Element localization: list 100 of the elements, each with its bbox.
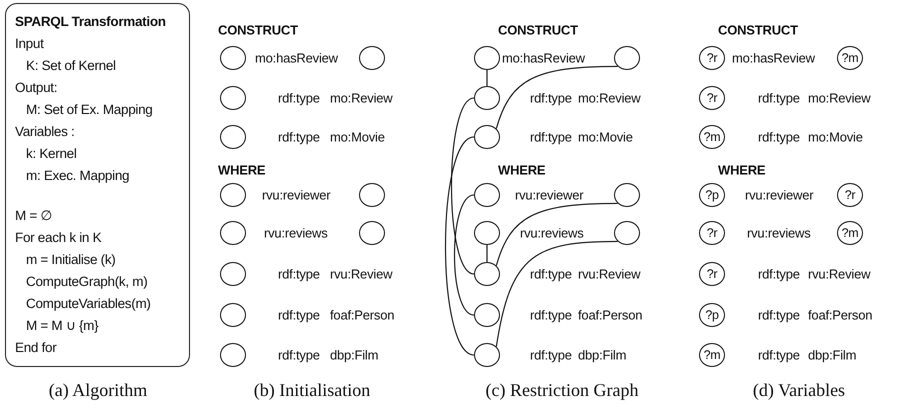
node-circle <box>359 221 385 245</box>
predicate-label: mo:Movie <box>330 130 385 144</box>
variable-circle: ?m <box>699 343 725 367</box>
section-heading: CONSTRUCT <box>498 22 578 38</box>
predicate-label: mo:Review <box>330 90 392 106</box>
predicate-label: foaf:Person <box>330 308 394 322</box>
predicate-label: rdf:type <box>758 90 800 106</box>
section-heading: CONSTRUCT <box>718 22 798 38</box>
algorithm-line: M = M ∪ {m} <box>26 317 98 335</box>
connector-line <box>444 136 474 356</box>
algorithm-line: ComputeGraph(k, m) <box>26 273 148 291</box>
predicate-label: rvu:reviews <box>520 226 584 240</box>
predicate-label: mo:hasReview <box>255 50 338 66</box>
algorithm-line: M: Set of Ex. Mapping <box>26 101 153 119</box>
node-circle <box>614 46 640 70</box>
predicate-label: mo:hasReview <box>732 50 815 66</box>
predicate-label: rdf:type <box>758 130 800 144</box>
connector-line <box>450 98 474 274</box>
variable-circle: ?m <box>699 125 725 149</box>
predicate-label: foaf:Person <box>808 308 872 322</box>
predicate-label: rdf:type <box>758 348 800 362</box>
node-circle <box>220 262 246 286</box>
connector-line <box>454 194 474 316</box>
node-circle <box>359 183 385 207</box>
panel-caption: (d) Variables <box>752 379 846 401</box>
predicate-label: rvu:reviews <box>264 226 328 240</box>
node-circle <box>220 303 246 327</box>
variable-circle: ?r <box>699 262 725 286</box>
predicate-label: foaf:Person <box>578 308 642 322</box>
predicate-label: rdf:type <box>278 90 320 106</box>
variable-circle: ?p <box>699 303 725 327</box>
predicate-label: rvu:Review <box>330 266 392 282</box>
predicate-label: mo:Review <box>808 90 870 106</box>
predicate-label: rdf:type <box>758 266 800 282</box>
predicate-label: rdf:type <box>278 348 320 362</box>
variable-circle: ?m <box>837 221 863 245</box>
node-circle <box>474 221 500 245</box>
node-circle <box>220 46 246 70</box>
variable-circle: ?p <box>699 183 725 207</box>
node-circle <box>220 221 246 245</box>
node-circle <box>220 343 246 367</box>
predicate-label: rdf:type <box>530 308 572 322</box>
predicate-label: rvu:reviewer <box>745 188 814 202</box>
algorithm-line: K: Set of Kernel <box>26 57 116 75</box>
predicate-label: rvu:Review <box>808 266 870 282</box>
node-circle <box>474 86 500 110</box>
predicate-label: rdf:type <box>278 266 320 282</box>
section-heading: WHERE <box>498 162 546 178</box>
section-heading: WHERE <box>218 162 266 178</box>
panel-caption: (c) Restriction Graph <box>486 379 638 401</box>
algorithm-line: m = Initialise (k) <box>26 251 116 269</box>
connector-line <box>496 202 618 266</box>
predicate-label: rdf:type <box>278 308 320 322</box>
panel-caption: (b) Initialisation <box>254 379 370 401</box>
predicate-label: rdf:type <box>530 90 572 106</box>
predicate-label: rvu:reviewer <box>515 188 584 202</box>
algorithm-line: m: Exec. Mapping <box>26 167 130 185</box>
node-circle <box>474 46 500 70</box>
variable-circle: ?r <box>699 86 725 110</box>
predicate-label: rdf:type <box>530 266 572 282</box>
variable-circle: ?r <box>837 183 863 207</box>
variable-circle: ?r <box>699 221 725 245</box>
connector-line <box>496 66 618 129</box>
predicate-label: rdf:type <box>758 308 800 322</box>
node-circle <box>220 86 246 110</box>
node-circle <box>474 343 500 367</box>
node-circle <box>614 221 640 245</box>
algorithm-line: ComputeVariables(m) <box>26 295 151 313</box>
predicate-label: mo:Movie <box>578 130 633 144</box>
algorithm-line: k: Kernel <box>26 145 77 163</box>
node-circle <box>474 183 500 207</box>
connector-line <box>486 70 488 86</box>
connector-line <box>486 245 488 262</box>
predicate-label: mo:hasReview <box>502 50 585 66</box>
node-circle <box>614 183 640 207</box>
node-circle <box>474 262 500 286</box>
section-heading: CONSTRUCT <box>218 22 298 38</box>
connector-line <box>496 240 618 347</box>
predicate-label: dbp:Film <box>330 348 378 362</box>
predicate-label: dbp:Film <box>808 348 856 362</box>
predicate-label: rdf:type <box>278 130 320 144</box>
algorithm-line: Output: <box>15 79 58 97</box>
algorithm-line: For each k in K <box>15 229 102 247</box>
algorithm-line: Variables : <box>15 123 74 141</box>
algorithm-box <box>5 3 190 367</box>
algorithm-line: Input <box>15 35 44 53</box>
panel-caption: (a) Algorithm <box>48 379 148 401</box>
node-circle <box>220 125 246 149</box>
algorithm-line: M = ∅ <box>15 207 52 225</box>
node-circle <box>474 125 500 149</box>
predicate-label: mo:Review <box>578 90 640 106</box>
predicate-label: rvu:reviewer <box>262 188 330 202</box>
variable-circle: ?r <box>699 46 725 70</box>
predicate-label: rvu:reviews <box>747 226 811 240</box>
node-circle <box>474 303 500 327</box>
predicate-label: dbp:Film <box>578 348 626 362</box>
variable-circle: ?m <box>837 46 863 70</box>
algorithm-line: End for <box>15 339 56 357</box>
predicate-label: rvu:Review <box>578 266 640 282</box>
node-circle <box>220 183 246 207</box>
